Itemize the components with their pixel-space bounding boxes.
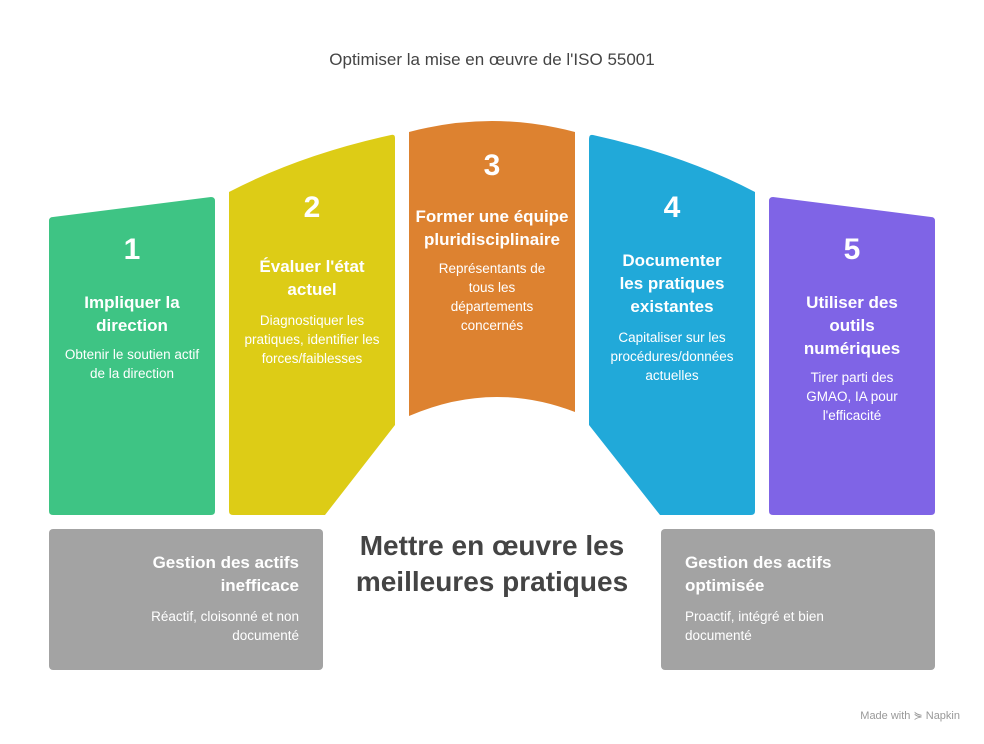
step-5: 5 Utiliser des outils numériques Tirer p… (769, 233, 935, 425)
step-2: 2 Évaluer l'état actuel Diagnostiquer le… (229, 191, 395, 368)
diagram-title: Optimiser la mise en œuvre de l'ISO 5500… (329, 50, 655, 69)
step-number: 5 (843, 233, 861, 266)
step-desc: Capitaliser sur les procédures/données a… (610, 330, 734, 383)
right-state-desc: Proactif, intégré et bien documenté (685, 609, 824, 643)
napkin-brand: Made with ⋟ Napkin (860, 710, 960, 722)
center-label: Mettre en œuvre les meilleures pratiques (355, 530, 629, 597)
step-number: 3 (483, 149, 501, 182)
step-5-shape (769, 197, 935, 515)
step-desc: Tirer parti des GMAO, IA pour l'efficaci… (806, 370, 898, 423)
right-state-box: Gestion des actifs optimisée Proactif, i… (661, 529, 935, 670)
step-title: Utiliser des outils numériques (803, 293, 901, 358)
step-number: 1 (123, 233, 141, 266)
step-title: Documenter les pratiques existantes (619, 251, 725, 316)
step-desc: Diagnostiquer les pratiques, identifier … (244, 313, 380, 366)
step-1-shape (49, 197, 215, 515)
step-number: 2 (303, 191, 321, 224)
step-4-shape (589, 134, 755, 516)
step-1: 1 Impliquer la direction Obtenir le sout… (49, 233, 215, 383)
step-title: Former une équipe pluridisciplinaire (415, 207, 569, 249)
step-title: Évaluer l'état actuel (259, 257, 365, 299)
step-desc: Représentants de tous les départements c… (438, 261, 546, 333)
step-3: 3 Former une équipe pluridisciplinaire R… (409, 149, 575, 335)
step-3-shape (409, 121, 575, 416)
step-4: 4 Documenter les pratiques existantes Ca… (589, 191, 755, 385)
left-state-desc: Réactif, cloisonné et non documenté (151, 609, 299, 643)
right-state-title: Gestion des actifs optimisée (685, 553, 832, 595)
left-state-title: Gestion des actifs inefficace (152, 553, 299, 595)
step-2-shape (229, 134, 395, 516)
left-state-box: Gestion des actifs inefficace Réactif, c… (49, 529, 323, 670)
step-title: Impliquer la direction (84, 293, 180, 335)
step-number: 4 (663, 191, 681, 224)
step-desc: Obtenir le soutien actif de la direction (64, 347, 200, 381)
